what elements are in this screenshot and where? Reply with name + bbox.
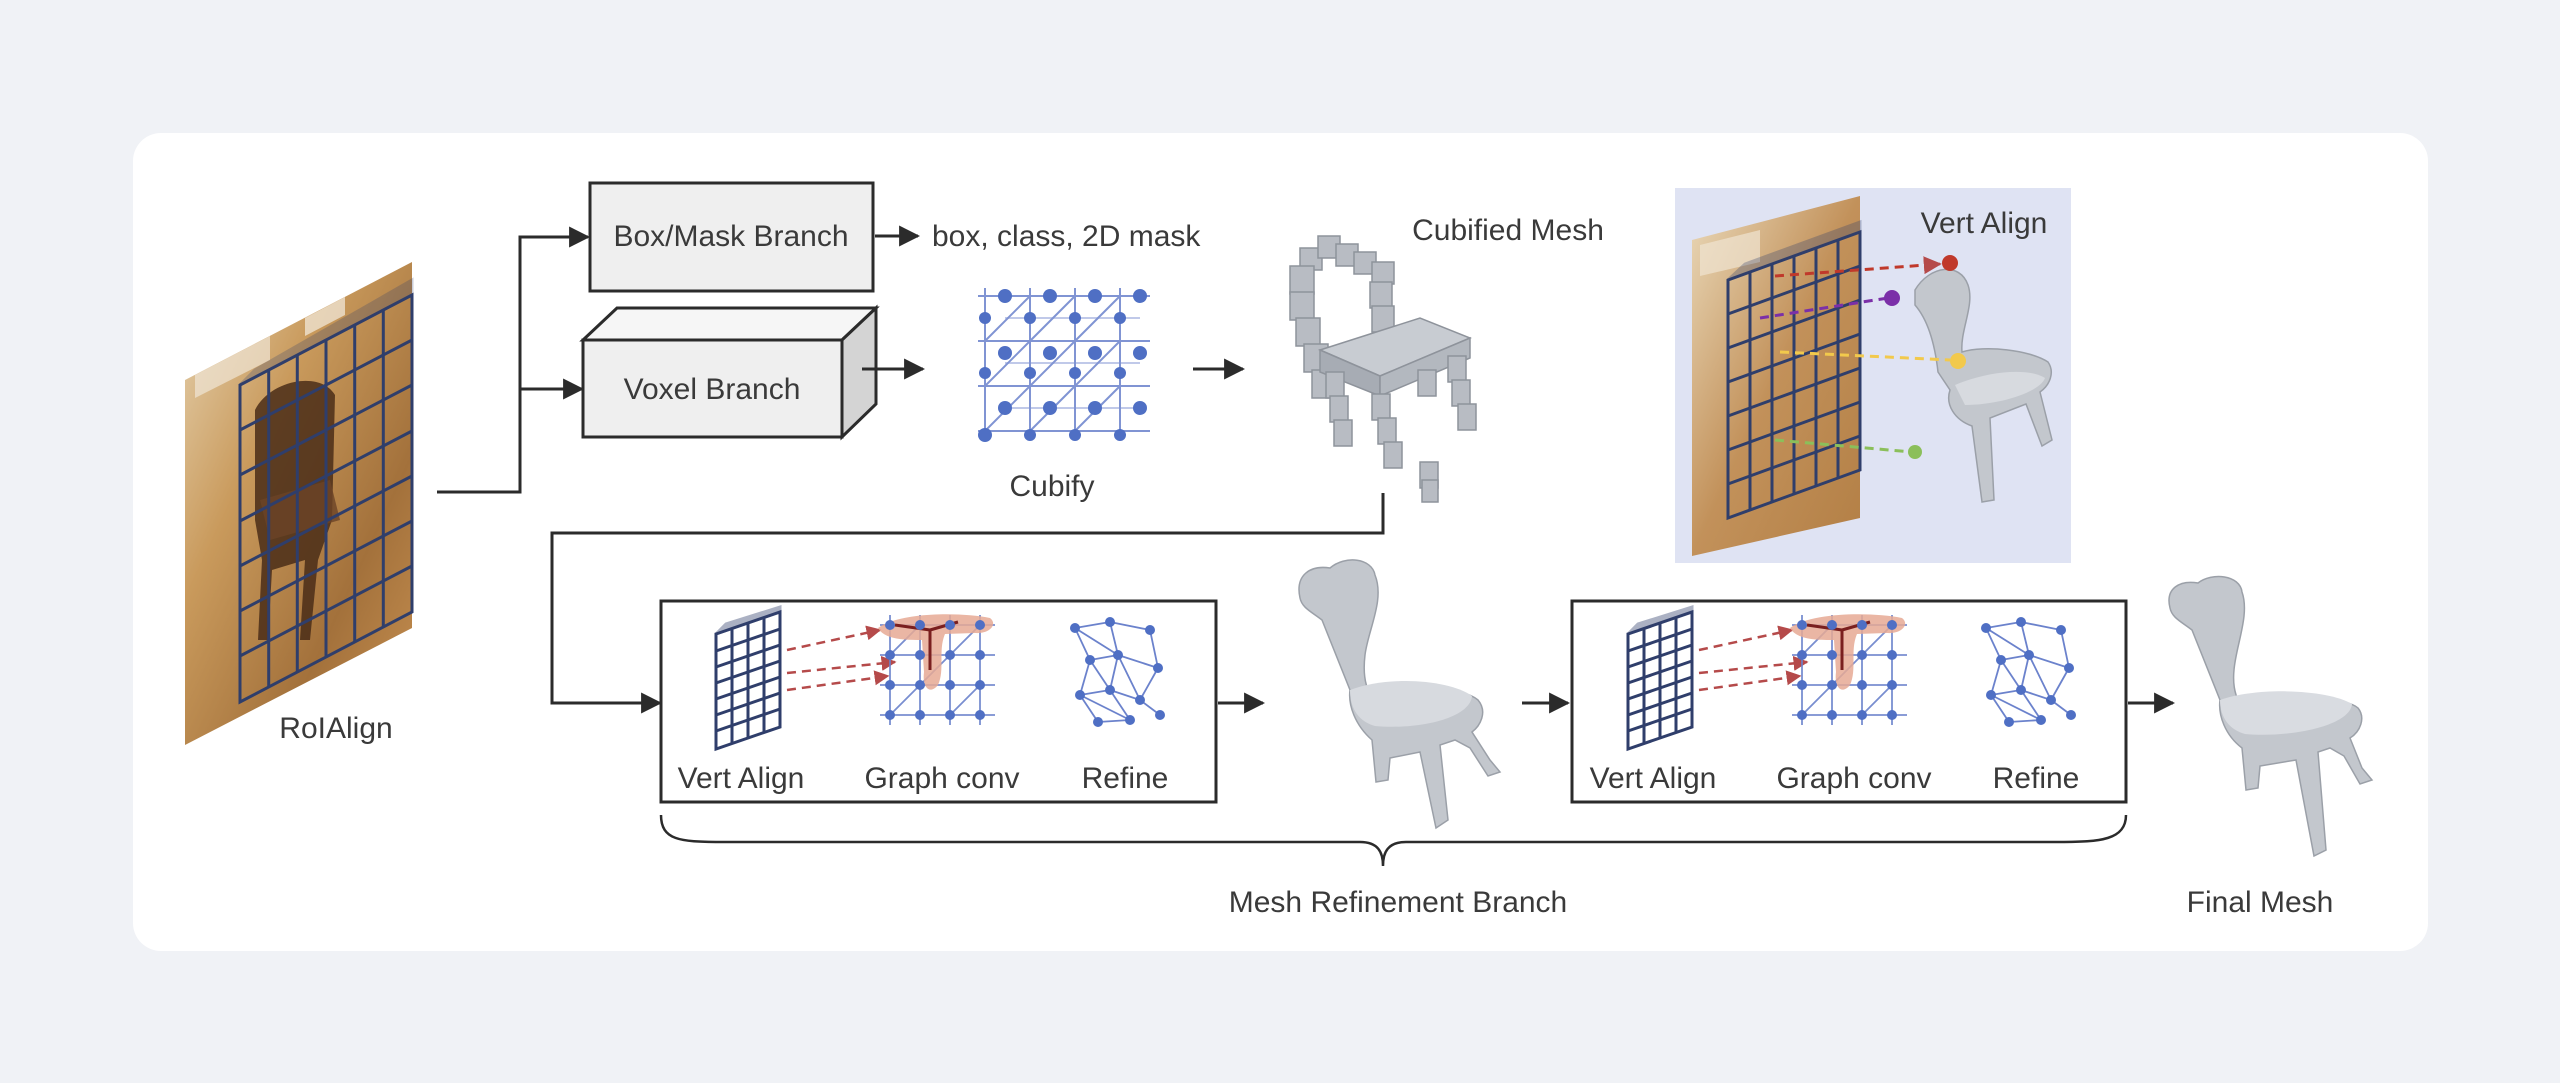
roi-align-input-image <box>185 262 414 745</box>
cubified-to-refinement-arrow <box>550 493 1385 714</box>
roi-grid-icon <box>238 277 414 705</box>
box-mask-branch-box <box>588 181 875 293</box>
final-mesh-label: Final Mesh <box>2187 886 2334 919</box>
vert-align-inset-label: Vert Align <box>1921 207 2048 240</box>
stage1-graph-conv-label: Graph conv <box>864 762 1019 795</box>
stage2-vert-align-grid-icon <box>1626 604 1694 752</box>
stage2-refine-label: Refine <box>1993 762 2080 795</box>
stage2-refine-icon <box>1981 617 2076 727</box>
box-outputs-label: box, class, 2D mask <box>932 220 1201 253</box>
stage2-graph-conv-label: Graph conv <box>1776 762 1931 795</box>
cubify-label: Cubify <box>1009 470 1094 503</box>
stage2-feature-arrows <box>1698 625 1809 692</box>
voxel-branch-box <box>579 304 880 441</box>
stage1-refine-label: Refine <box>1082 762 1169 795</box>
vert-align-inset <box>1647 188 2071 563</box>
stage2-graph-conv-icon <box>1790 614 1907 725</box>
branch-connector <box>437 226 591 494</box>
cubified-mesh-label: Cubified Mesh <box>1412 214 1604 247</box>
voxel-branch-label: Voxel Branch <box>624 373 801 406</box>
stage1-graph-conv-icon <box>878 614 995 725</box>
stage1-feature-arrows <box>786 625 897 692</box>
stage2-vert-align-label: Vert Align <box>1590 762 1717 795</box>
roi-align-label: RoIAlign <box>279 712 392 745</box>
stage1-vert-align-label: Vert Align <box>678 762 805 795</box>
mesh-refinement-brace <box>659 814 2128 867</box>
stage1-refine-icon <box>1070 617 1165 727</box>
vert-align-grid-icon <box>1726 219 1862 521</box>
mesh-refinement-branch-label: Mesh Refinement Branch <box>1229 886 1568 919</box>
intermediate-mesh-chair <box>1298 559 1502 830</box>
cubified-mesh-chair <box>1289 235 1477 503</box>
box-mask-branch-label: Box/Mask Branch <box>613 220 848 253</box>
final-mesh-chair <box>2168 575 2374 858</box>
stage1-vert-align-grid-icon <box>714 604 782 752</box>
cubify-grid-icon <box>978 288 1150 442</box>
